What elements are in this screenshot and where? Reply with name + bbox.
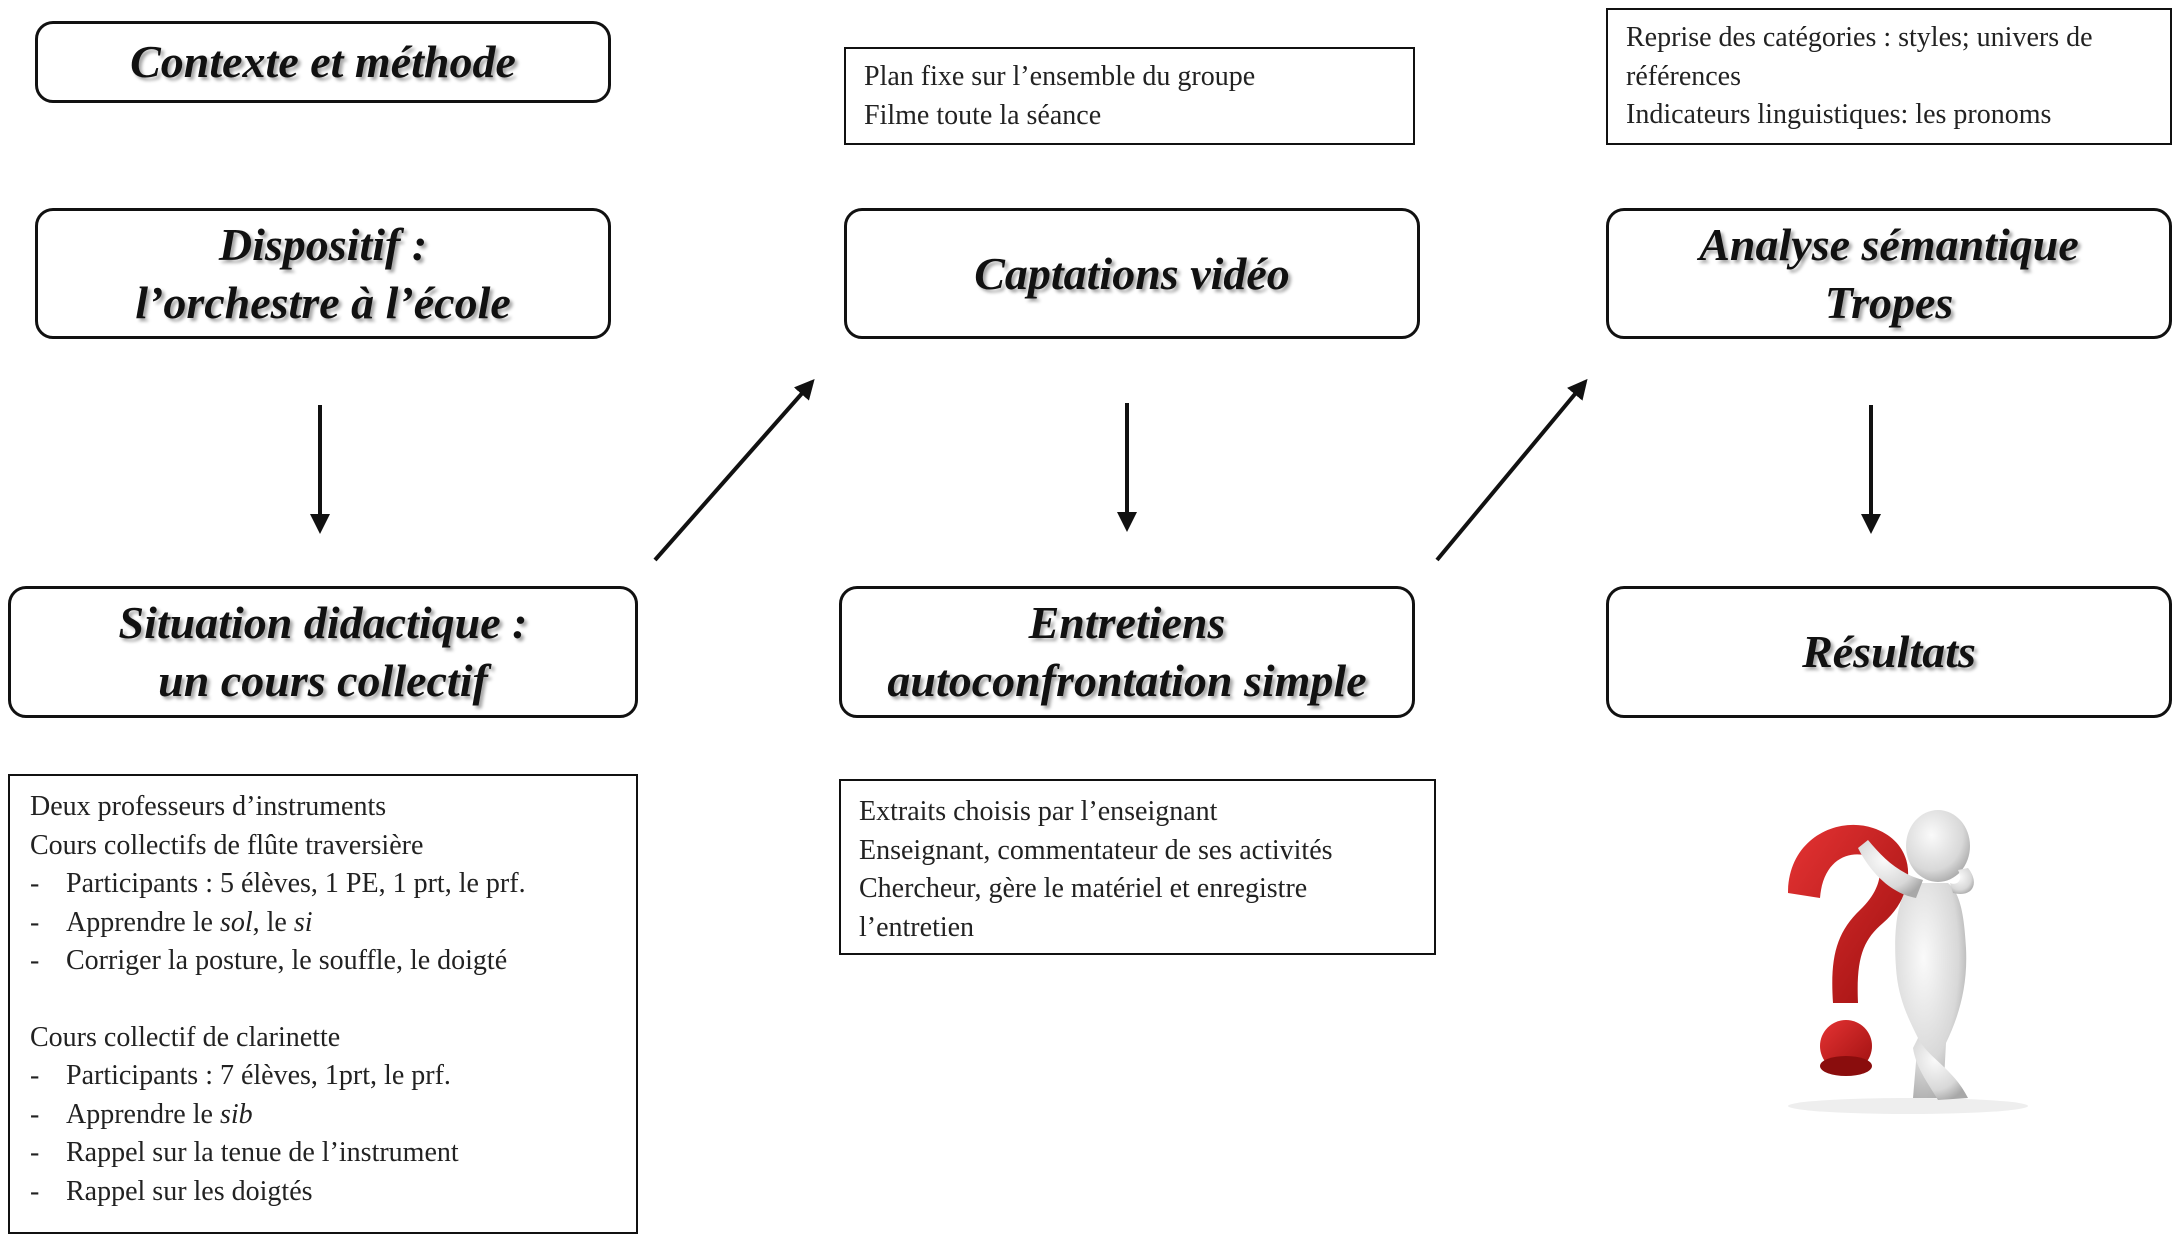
- box-analyse: Analyse sémantique Tropes: [1606, 208, 2172, 339]
- arrow-situation-to-captations: [653, 379, 815, 562]
- flute-apprendre: -Apprendre le sol, le si: [30, 906, 313, 938]
- note-analyse-line: Reprise des catégories : styles; univers…: [1626, 22, 2093, 53]
- box-situation-line2: un cours collectif: [158, 655, 488, 706]
- box-resultats: Résultats: [1606, 586, 2172, 718]
- note-entretiens-line: Extraits choisis par l’enseignant: [859, 796, 1218, 827]
- box-situation-line1: Situation didactique :: [118, 597, 528, 648]
- flute-corriger: -Corriger la posture, le souffle, le doi…: [30, 945, 508, 976]
- clar-participants: -Participants : 7 élèves, 1prt, le prf.: [30, 1060, 451, 1091]
- arrow-entretiens-to-analyse: [1435, 378, 1588, 562]
- note-analyse: Reprise des catégories : styles; univers…: [1606, 8, 2172, 145]
- note-entretiens-line: Chercheur, gère le matériel et enregistr…: [859, 873, 1308, 904]
- note-analyse-line: Indicateurs linguistiques: les pronoms: [1626, 99, 2052, 130]
- box-entretiens-line1: Entretiens: [1028, 597, 1226, 648]
- box-situation: Situation didactique : un cours collecti…: [8, 586, 638, 718]
- situation-flute-title: Cours collectifs de flûte traversière: [30, 829, 424, 861]
- note-entretiens-line: l’entretien: [859, 911, 975, 943]
- situation-clarinette-title: Cours collectif de clarinette: [30, 1021, 341, 1053]
- box-dispositif-line2: l’orchestre à l’école: [135, 276, 511, 328]
- note-situation: Deux professeurs d’instruments Cours col…: [8, 774, 638, 1234]
- clar-tenue: -Rappel sur la tenue de l’instrument: [30, 1137, 459, 1168]
- box-entretiens: Entretiens autoconfrontation simple: [839, 586, 1415, 718]
- flute-participants: -Participants : 5 élèves, 1 PE, 1 prt, l…: [30, 868, 526, 899]
- box-analyse-line2: Tropes: [1824, 276, 1954, 328]
- clar-doigtes: -Rappel sur les doigtés: [30, 1175, 313, 1207]
- note-captations: Plan fixe sur l’ensemble du groupe Filme…: [844, 47, 1415, 145]
- box-resultats-label: Résultats: [1802, 626, 1976, 677]
- box-entretiens-line2: autoconfrontation simple: [887, 655, 1367, 706]
- box-analyse-line1: Analyse sémantique: [1699, 218, 2079, 270]
- box-dispositif-line1: Dispositif :: [218, 218, 428, 270]
- situation-teachers: Deux professeurs d’instruments: [30, 791, 387, 822]
- thinking-person-question-mark-icon: [1788, 810, 2028, 1114]
- box-contexte: Contexte et méthode: [35, 21, 611, 103]
- note-entretiens: Extraits choisis par l’enseignant Enseig…: [839, 779, 1436, 955]
- clar-apprendre: -Apprendre le sib: [30, 1098, 253, 1130]
- box-contexte-label: Contexte et méthode: [130, 36, 516, 87]
- note-analyse-line: références: [1626, 60, 1742, 92]
- box-dispositif: Dispositif : l’orchestre à l’école: [35, 208, 611, 339]
- box-captations-label: Captations vidéo: [974, 247, 1290, 299]
- note-entretiens-line: Enseignant, commentateur de ses activité…: [859, 834, 1333, 866]
- note-captations-line: Plan fixe sur l’ensemble du groupe: [864, 61, 1256, 92]
- box-captations: Captations vidéo: [844, 208, 1420, 339]
- note-captations-line: Filme toute la séance: [864, 99, 1102, 131]
